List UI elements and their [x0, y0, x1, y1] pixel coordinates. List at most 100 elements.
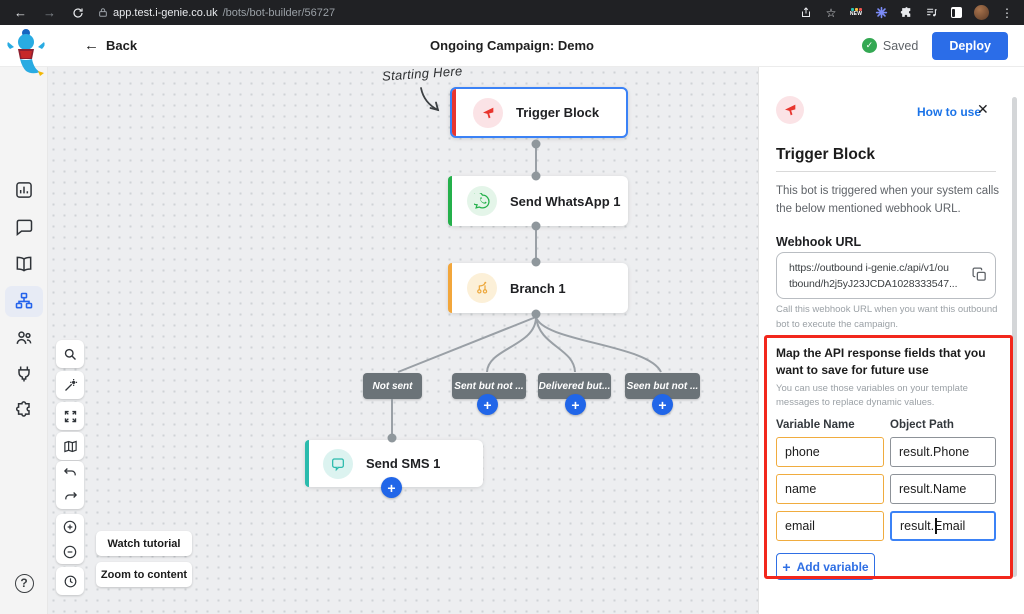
deploy-button[interactable]: Deploy — [932, 31, 1008, 60]
zoom-out-icon — [63, 545, 77, 558]
variable-name-input-3[interactable] — [776, 511, 884, 542]
canvas-search-button[interactable] — [56, 340, 84, 368]
add-step-button-delivered[interactable]: + — [565, 394, 586, 415]
add-step-button-sms[interactable]: + — [381, 477, 402, 498]
variable-name-input-2[interactable] — [776, 474, 884, 505]
trigger-icon-circle — [473, 97, 503, 128]
sidebar-item-addons[interactable] — [13, 399, 35, 421]
sidebar-item-knowledge[interactable] — [13, 253, 35, 275]
canvas-minimap-button[interactable] — [56, 432, 84, 460]
browser-forward-icon[interactable]: → — [43, 5, 56, 20]
text-caret — [935, 518, 937, 535]
history-button[interactable] — [56, 567, 84, 595]
object-path-input-3-focused[interactable] — [890, 511, 996, 542]
webhook-url-box[interactable]: https://outbound i-genie.c/api/v1/ou tbo… — [776, 252, 996, 299]
canvas-magic-wand-button[interactable] — [56, 371, 84, 399]
how-to-use-link[interactable]: How to use — [917, 105, 982, 119]
back-button[interactable]: ← Back — [84, 37, 137, 54]
url-path: /bots/bot-builder/56727 — [222, 6, 336, 19]
branch-label-not-sent[interactable]: Not sent — [363, 373, 422, 399]
webhook-help-text: Call this webhook URL when you want this… — [776, 304, 998, 330]
redo-button[interactable] — [56, 485, 84, 509]
flow-builder-icon — [15, 292, 33, 309]
sidebar-item-contacts[interactable] — [13, 327, 35, 349]
trigger-block-node[interactable]: Trigger Block — [450, 87, 628, 138]
fullscreen-icon — [64, 410, 76, 422]
branch-node[interactable]: Branch 1 — [448, 263, 628, 313]
copy-webhook-button[interactable] — [971, 266, 988, 283]
address-bar[interactable]: app.test.i-genie.co.uk/bots/bot-builder/… — [98, 7, 335, 19]
whatsapp-stripe — [448, 176, 452, 226]
copy-icon — [972, 267, 986, 281]
zoom-in-button[interactable] — [56, 514, 84, 539]
search-icon — [64, 348, 76, 360]
zoom-to-content-button[interactable]: Zoom to content — [96, 562, 192, 587]
app-sidebar: ? ⚙ — [0, 67, 48, 614]
branch-icon — [477, 281, 488, 294]
new-badge-label: NEW — [849, 11, 863, 17]
sidebar-item-help[interactable]: ? — [13, 572, 35, 594]
object-path-input-1[interactable] — [890, 437, 996, 468]
sms-stripe — [305, 440, 309, 487]
bookmark-star-icon[interactable]: ☆ — [825, 5, 837, 20]
save-status: ✓ Saved — [861, 38, 918, 53]
zoom-group — [56, 514, 84, 564]
playlist-icon[interactable] — [924, 6, 938, 20]
undo-redo-group — [56, 461, 84, 509]
saved-check-icon: ✓ — [861, 38, 877, 53]
browser-bar: ← → app.test.i-genie.co.uk/bots/bot-buil… — [0, 0, 1024, 25]
panel-title: Trigger Block — [776, 146, 876, 163]
zoom-in-icon — [63, 520, 77, 533]
book-icon — [16, 256, 32, 272]
share-icon[interactable] — [799, 6, 813, 20]
panel-icon-circle — [776, 96, 804, 124]
trigger-cursor-icon — [483, 107, 494, 118]
branch-icon-circle — [467, 273, 497, 303]
sidebar-item-integrations[interactable] — [13, 363, 35, 385]
history-clock-icon — [64, 575, 76, 587]
add-step-button-seen[interactable]: + — [652, 394, 673, 415]
sidebar-item-bot-builder[interactable] — [13, 290, 35, 312]
close-panel-icon[interactable]: ✕ — [977, 101, 989, 117]
variable-mapping-section: Map the API response fields that you wan… — [776, 345, 1000, 581]
watch-tutorial-button[interactable]: Watch tutorial — [96, 531, 192, 556]
panel-divider — [776, 171, 996, 172]
trigger-config-panel: How to use ✕ Trigger Block This bot is t… — [758, 67, 1024, 614]
sidebar-item-analytics[interactable] — [13, 179, 35, 201]
map-icon — [63, 440, 77, 452]
undo-button[interactable] — [56, 461, 84, 485]
browser-profile-avatar[interactable] — [974, 5, 989, 20]
webhook-url-text-line1: https://outbound i-genie.c/api/v1/ou — [789, 262, 949, 274]
canvas-fullscreen-button[interactable] — [56, 402, 84, 430]
chat-icon — [16, 219, 33, 237]
redo-icon — [64, 491, 77, 499]
url-domain: app.test.i-genie.co.uk — [113, 6, 218, 19]
webhook-url-text-line2: tbound/h2j5yJ23JCDA1028333547... — [789, 277, 958, 290]
webhook-url-label: Webhook URL — [776, 235, 862, 249]
back-arrow-icon: ← — [84, 37, 99, 54]
panel-trigger-cursor-icon — [785, 104, 796, 116]
app-header: ← Back Ongoing Campaign: Demo ✓ Saved De… — [0, 25, 1024, 76]
whatsapp-icon-circle — [467, 186, 497, 216]
object-path-input-2[interactable] — [890, 474, 996, 505]
add-variable-button[interactable]: + Add variable — [776, 553, 875, 581]
add-step-button-sent[interactable]: + — [477, 394, 498, 415]
extension-flower-icon[interactable] — [874, 6, 888, 20]
variable-name-input-1[interactable] — [776, 437, 884, 468]
extension-puzzle-icon[interactable] — [899, 6, 913, 20]
whatsapp-icon — [473, 192, 490, 209]
mapping-subtext: You can use those variables on your temp… — [776, 382, 968, 408]
sidebar-item-chat[interactable] — [13, 216, 35, 238]
lock-icon — [98, 7, 108, 18]
browser-back-icon[interactable]: ← — [14, 5, 27, 20]
genie-logo — [7, 29, 45, 76]
zoom-out-button[interactable] — [56, 539, 84, 564]
send-whatsapp-node[interactable]: Send WhatsApp 1 — [448, 176, 628, 226]
browser-reload-icon[interactable] — [72, 7, 84, 19]
panel-scrollbar[interactable] — [1012, 97, 1017, 577]
side-panel-icon[interactable] — [949, 6, 963, 20]
new-extension-icon[interactable]: NEW — [849, 6, 863, 20]
add-variable-label: Add variable — [796, 559, 869, 574]
browser-menu-icon[interactable]: ⋮ — [1001, 5, 1013, 20]
